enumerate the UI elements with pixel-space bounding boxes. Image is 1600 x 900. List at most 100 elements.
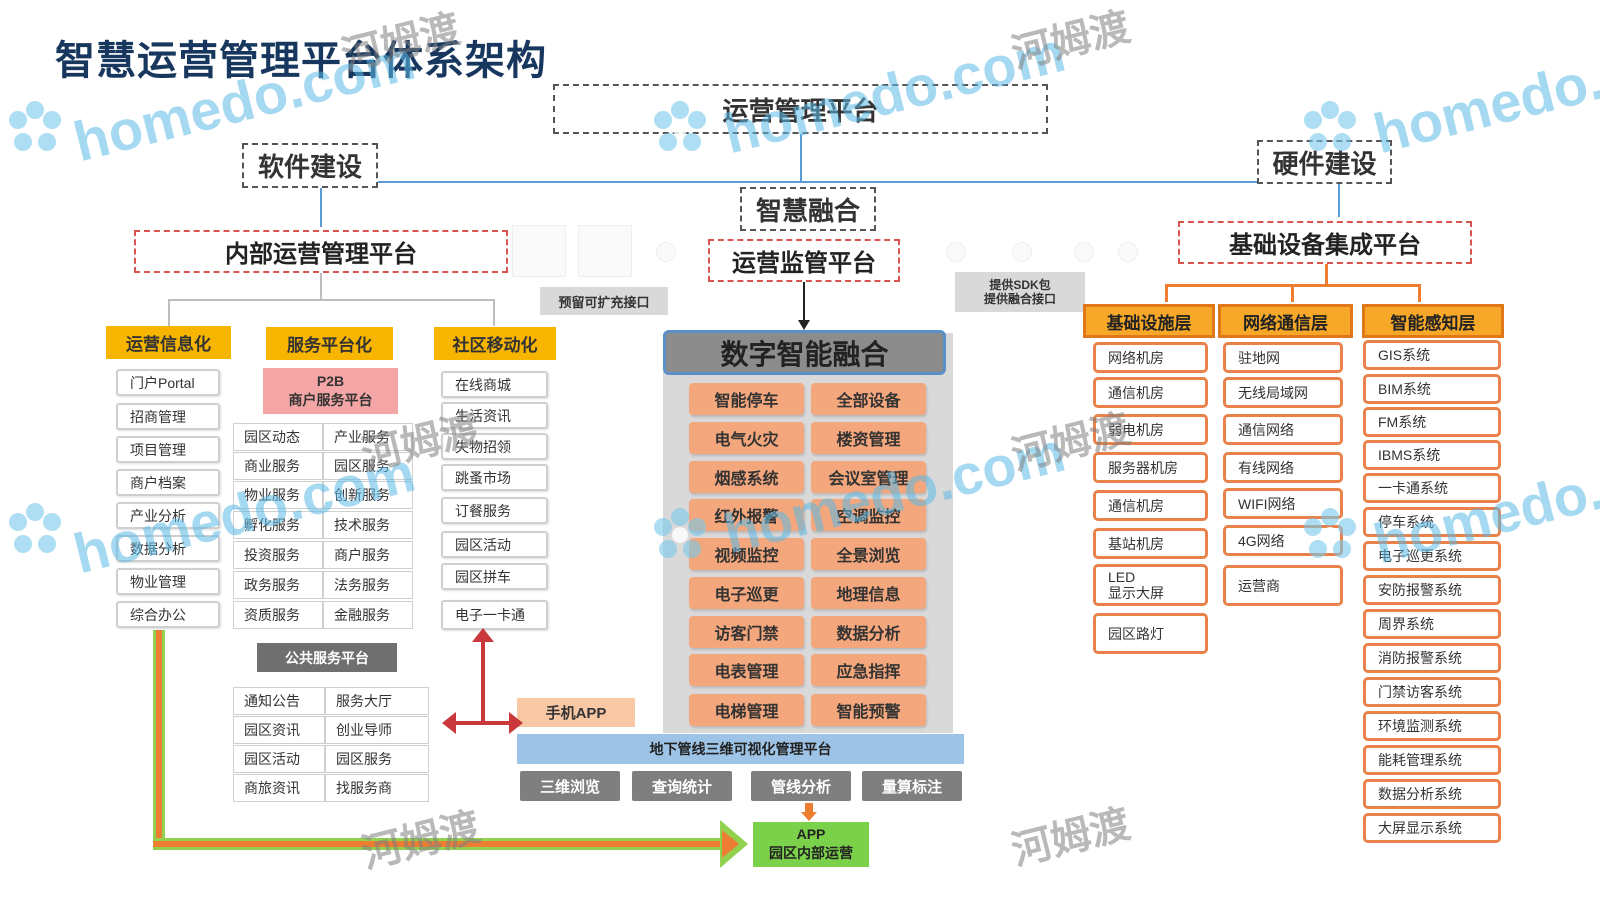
- flower-logo-icon: [1304, 101, 1356, 151]
- list-item[interactable]: 项目管理: [116, 436, 220, 463]
- grid-cell[interactable]: 孵化服务: [233, 511, 323, 539]
- list-item[interactable]: 在线商城: [441, 371, 548, 398]
- fusion-pill[interactable]: 电气火灾: [689, 422, 804, 454]
- list-item[interactable]: 环境监测系统: [1363, 711, 1501, 741]
- list-item[interactable]: 综合办公: [116, 601, 220, 628]
- list-item[interactable]: 跳蚤市场: [441, 464, 548, 491]
- grid-cell[interactable]: 通知公告: [233, 687, 325, 715]
- grid-cell[interactable]: 园区动态: [233, 423, 323, 451]
- list-item[interactable]: 大屏显示系统: [1363, 813, 1501, 843]
- list-item[interactable]: IBMS系统: [1363, 440, 1501, 470]
- fusion-pill[interactable]: 数据分析: [811, 616, 926, 648]
- list-item[interactable]: 弱电机房: [1093, 414, 1208, 445]
- list-item[interactable]: 电子一卡通: [441, 600, 548, 630]
- fusion-pill[interactable]: 全部设备: [811, 383, 926, 415]
- placeholder-dot: [1074, 242, 1094, 262]
- fusion-pill[interactable]: 智能预警: [811, 694, 926, 726]
- list-item[interactable]: GIS系统: [1363, 340, 1501, 370]
- grid-cell[interactable]: 园区资讯: [233, 716, 325, 744]
- list-item[interactable]: 服务器机房: [1093, 452, 1208, 483]
- cross-arrow-up-head: [472, 628, 494, 642]
- list-item[interactable]: 产业分析: [116, 502, 220, 529]
- fusion-pill[interactable]: 楼资管理: [811, 422, 926, 454]
- fusion-pill[interactable]: 会议室管理: [811, 461, 926, 493]
- list-item[interactable]: 能耗管理系统: [1363, 745, 1501, 775]
- list-item[interactable]: WIFI网络: [1223, 488, 1343, 519]
- list-item[interactable]: 网络机房: [1093, 342, 1208, 373]
- grid-cell[interactable]: 园区活动: [233, 745, 325, 773]
- fusion-pill[interactable]: 视频监控: [689, 538, 804, 570]
- flower-logo-icon: [1304, 508, 1356, 558]
- cross-arrow-horizontal: [454, 721, 512, 725]
- list-item[interactable]: 数据分析系统: [1363, 779, 1501, 809]
- grid-cell[interactable]: 政务服务: [233, 571, 323, 599]
- grid-cell[interactable]: 商户服务: [323, 541, 413, 569]
- l-arrow-vertical: [153, 630, 165, 850]
- fusion-pill[interactable]: 电表管理: [689, 654, 804, 686]
- list-item[interactable]: 有线网络: [1223, 452, 1343, 483]
- list-item[interactable]: 通信网络: [1223, 414, 1343, 445]
- list-item[interactable]: 生活资讯: [441, 402, 548, 429]
- grid-cell[interactable]: 投资服务: [233, 541, 323, 569]
- grid-cell[interactable]: 创新服务: [323, 481, 413, 509]
- fusion-pill[interactable]: 应急指挥: [811, 654, 926, 686]
- list-item[interactable]: BIM系统: [1363, 374, 1501, 404]
- list-item[interactable]: 门户Portal: [116, 369, 220, 396]
- list-item[interactable]: 驻地网: [1223, 342, 1343, 373]
- list-item[interactable]: 基站机房: [1093, 528, 1208, 559]
- fusion-pill[interactable]: 红外报警: [689, 499, 804, 531]
- list-item[interactable]: 物业管理: [116, 568, 220, 595]
- list-item[interactable]: 无线局域网: [1223, 377, 1343, 408]
- list-item[interactable]: 电子巡更系统: [1363, 541, 1501, 571]
- measure-annotate-button[interactable]: 量算标注: [862, 771, 962, 801]
- grid-cell[interactable]: 商旅资讯: [233, 774, 325, 802]
- list-item[interactable]: 园区拼车: [441, 563, 548, 590]
- l-arrow-head-inner: [722, 830, 739, 858]
- list-item[interactable]: 停车系统: [1363, 507, 1501, 537]
- grid-cell[interactable]: 创业导师: [325, 716, 429, 744]
- fusion-pill[interactable]: 空调监控: [811, 499, 926, 531]
- list-item[interactable]: 园区路灯: [1093, 613, 1208, 654]
- list-item[interactable]: 安防报警系统: [1363, 575, 1501, 605]
- grid-cell[interactable]: 商业服务: [233, 452, 323, 480]
- col-header-operation-informatization: 运营信息化: [106, 326, 231, 359]
- grid-cell[interactable]: 物业服务: [233, 481, 323, 509]
- grid-cell[interactable]: 产业服务: [323, 423, 413, 451]
- list-item[interactable]: 周界系统: [1363, 609, 1501, 639]
- list-item[interactable]: 通信机房: [1093, 490, 1208, 521]
- grid-cell[interactable]: 园区服务: [325, 745, 429, 773]
- grid-cell[interactable]: 资质服务: [233, 601, 323, 629]
- list-item[interactable]: LED 显示大屏: [1093, 564, 1208, 606]
- fusion-pill[interactable]: 烟感系统: [689, 461, 804, 493]
- mobile-app-box[interactable]: 手机APP: [517, 698, 635, 727]
- grid-cell[interactable]: 服务大厅: [325, 687, 429, 715]
- list-item[interactable]: 门禁访客系统: [1363, 677, 1501, 707]
- query-stats-button[interactable]: 查询统计: [632, 771, 732, 801]
- list-item[interactable]: 一卡通系统: [1363, 473, 1501, 503]
- list-item[interactable]: 失物招领: [441, 433, 548, 460]
- list-item[interactable]: 消防报警系统: [1363, 643, 1501, 673]
- grid-cell[interactable]: 技术服务: [323, 511, 413, 539]
- grid-cell[interactable]: 金融服务: [323, 601, 413, 629]
- fusion-pill[interactable]: 地理信息: [811, 577, 926, 609]
- fusion-pill[interactable]: 访客门禁: [689, 616, 804, 648]
- placeholder-dot: [946, 242, 966, 262]
- list-item[interactable]: 通信机房: [1093, 377, 1208, 408]
- list-item[interactable]: 商户档案: [116, 469, 220, 496]
- fusion-pill[interactable]: 电梯管理: [689, 694, 804, 726]
- app-arrow-stem: [805, 803, 813, 813]
- grid-cell[interactable]: 法务服务: [323, 571, 413, 599]
- fusion-pill[interactable]: 全景浏览: [811, 538, 926, 570]
- grid-cell[interactable]: 园区服务: [323, 452, 413, 480]
- list-item[interactable]: 招商管理: [116, 403, 220, 430]
- grid-cell[interactable]: 找服务商: [325, 774, 429, 802]
- list-item[interactable]: FM系统: [1363, 407, 1501, 437]
- list-item[interactable]: 订餐服务: [441, 497, 548, 524]
- fusion-pill[interactable]: 智能停车: [689, 383, 804, 415]
- 3d-browse-button[interactable]: 三维浏览: [520, 771, 620, 801]
- fusion-pill[interactable]: 电子巡更: [689, 577, 804, 609]
- pipeline-analysis-button[interactable]: 管线分析: [751, 771, 851, 801]
- list-item[interactable]: 运营商: [1223, 565, 1343, 606]
- list-item[interactable]: 数据分析: [116, 535, 220, 562]
- list-item[interactable]: 园区活动: [441, 531, 548, 558]
